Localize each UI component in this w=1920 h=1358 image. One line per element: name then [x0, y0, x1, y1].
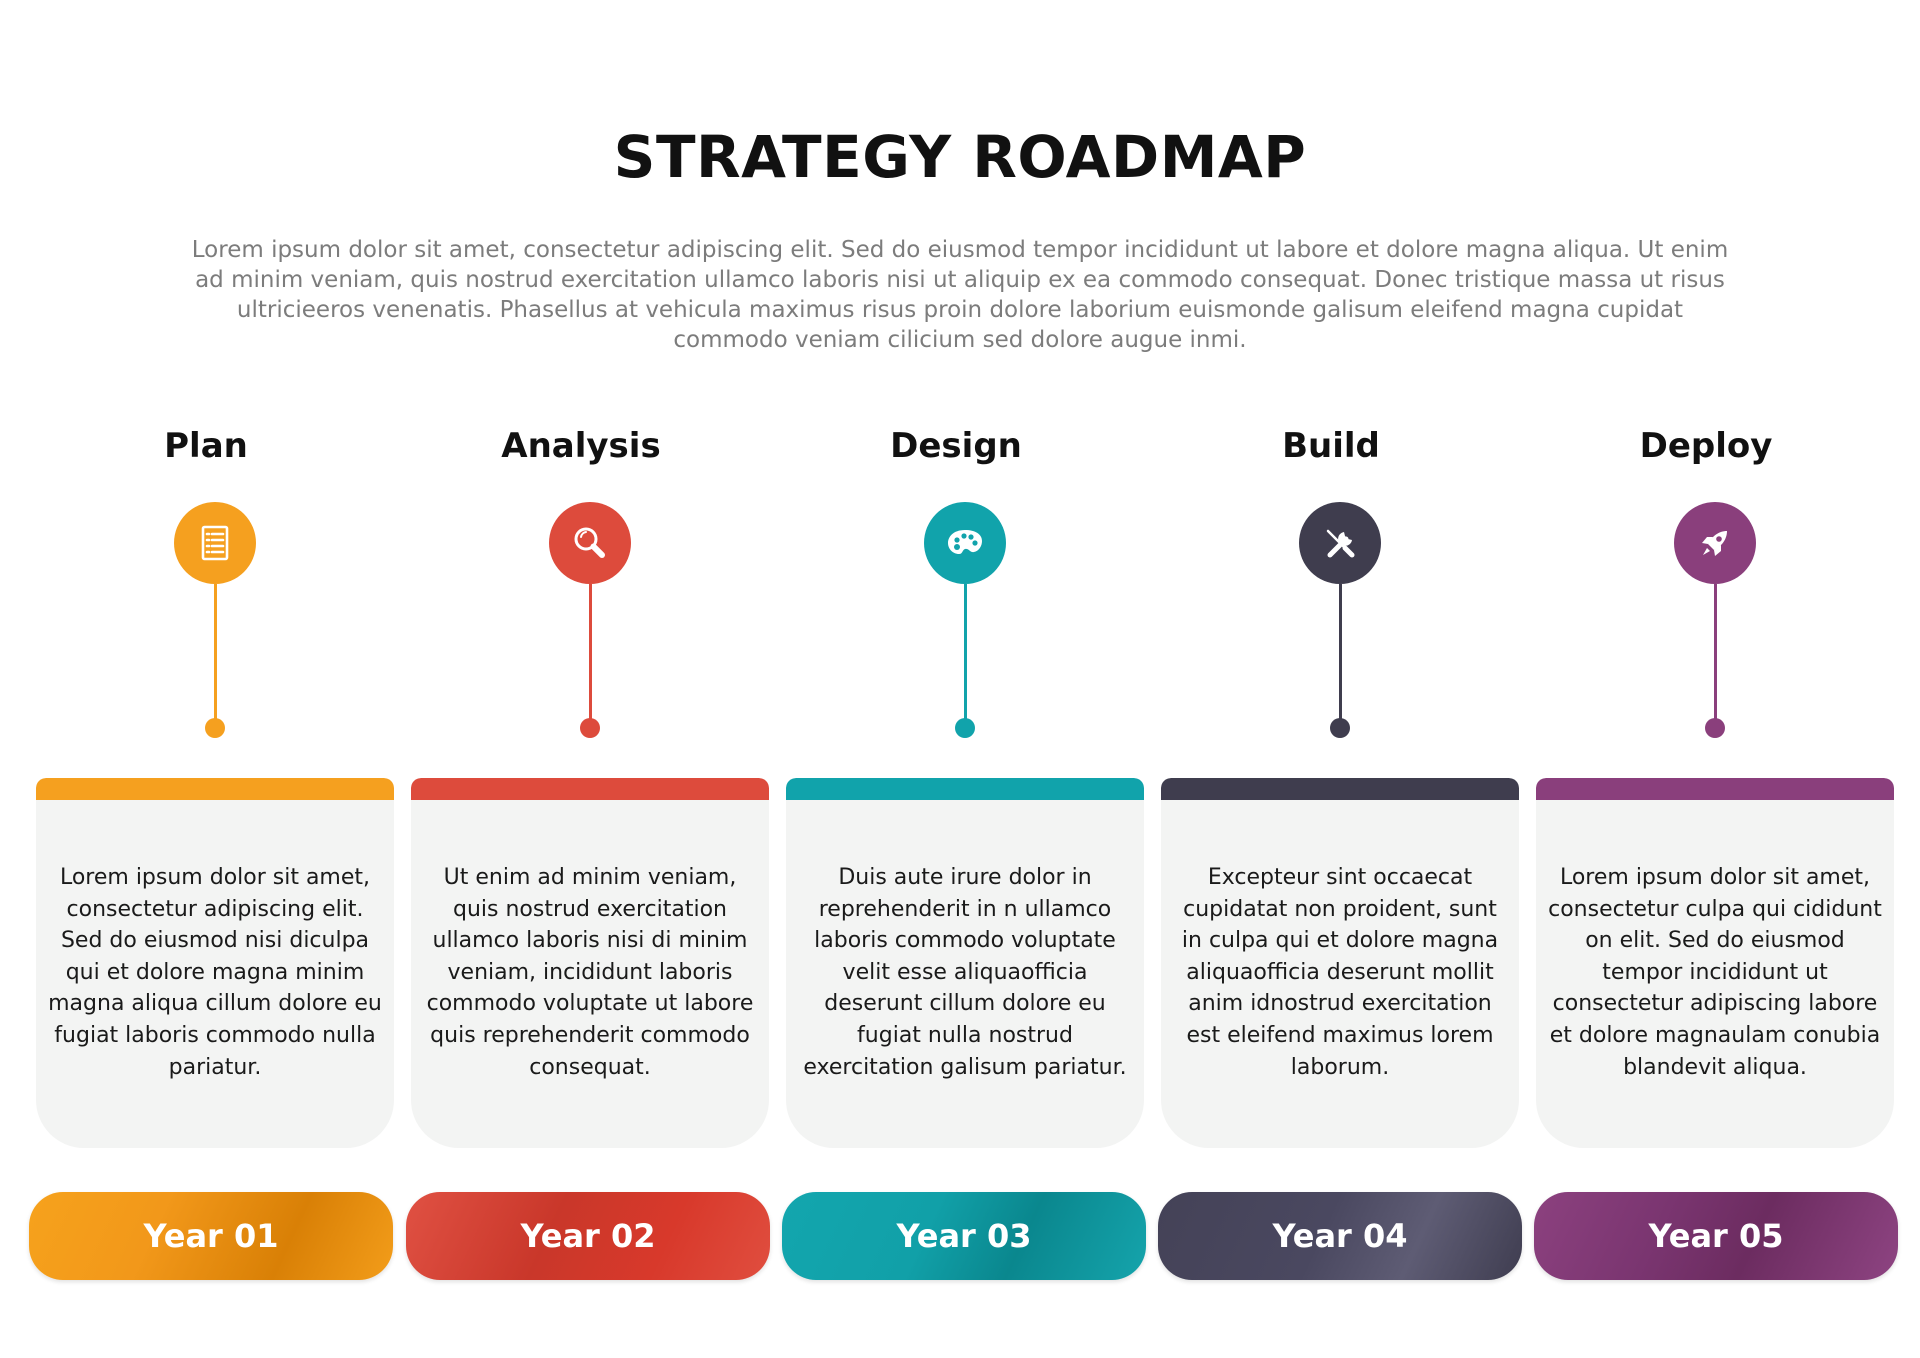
stage-deploy: Deploy Lorem ipsum dolor sit amet, conse… — [1526, 0, 1906, 1358]
year-label: Year 04 — [1272, 1217, 1408, 1255]
timeline-connector — [964, 584, 967, 728]
stage-description: Duis aute irure dolor in reprehenderit i… — [803, 865, 1127, 1080]
stage-design: Design Duis aute irure dolor in reprehen… — [776, 0, 1156, 1358]
timeline-dot — [1705, 718, 1725, 738]
year-label: Year 02 — [520, 1217, 656, 1255]
timeline-connector — [214, 584, 217, 728]
timeline-dot — [955, 718, 975, 738]
stage-title: Analysis — [501, 426, 661, 466]
stage-card: Excepteur sint occaecat cupidatat non pr… — [1161, 778, 1519, 1148]
paint-palette-icon — [924, 502, 1006, 584]
stage-title: Plan — [164, 426, 248, 466]
timeline-connector — [1714, 584, 1717, 728]
stage-title: Design — [890, 426, 1022, 466]
stage-title: Deploy — [1639, 426, 1773, 466]
timeline-dot — [580, 718, 600, 738]
year-button[interactable]: Year 03 — [782, 1192, 1146, 1280]
stage-build: Build Excepteur sint occaecat cupidatat … — [1151, 0, 1531, 1358]
stage-card: Lorem ipsum dolor sit amet, consectetur … — [1536, 778, 1894, 1148]
card-color-bar — [786, 778, 1144, 800]
year-button[interactable]: Year 04 — [1158, 1192, 1522, 1280]
stage-description: Lorem ipsum dolor sit amet, consectetur … — [48, 865, 382, 1080]
intro-paragraph: Lorem ipsum dolor sit amet, consectetur … — [191, 237, 1729, 353]
card-color-bar — [1536, 778, 1894, 800]
timeline-connector — [589, 584, 592, 728]
stage-title: Build — [1282, 426, 1380, 466]
stage-card: Ut enim ad minim veniam, quis nostrud ex… — [411, 778, 769, 1148]
year-button[interactable]: Year 02 — [406, 1192, 770, 1280]
timeline-connector — [1339, 584, 1342, 728]
card-color-bar — [1161, 778, 1519, 800]
year-button[interactable]: Year 01 — [29, 1192, 393, 1280]
checklist-document-icon — [174, 502, 256, 584]
page-title: STRATEGY ROADMAP — [613, 123, 1307, 191]
year-label: Year 03 — [896, 1217, 1032, 1255]
year-label: Year 01 — [143, 1217, 279, 1255]
year-label: Year 05 — [1648, 1217, 1784, 1255]
wrench-screwdriver-icon — [1299, 502, 1381, 584]
stage-description: Ut enim ad minim veniam, quis nostrud ex… — [426, 865, 754, 1080]
stage-plan: Plan Lorem ipsum dolor sit amet, consect… — [26, 0, 406, 1358]
stage-analysis: Analysis Ut enim ad minim veniam, quis n… — [401, 0, 781, 1358]
card-color-bar — [36, 778, 394, 800]
stage-card: Lorem ipsum dolor sit amet, consectetur … — [36, 778, 394, 1148]
timeline-dot — [205, 718, 225, 738]
rocket-icon — [1674, 502, 1756, 584]
stage-description: Excepteur sint occaecat cupidatat non pr… — [1181, 865, 1499, 1080]
magnifying-glass-icon — [549, 502, 631, 584]
card-color-bar — [411, 778, 769, 800]
stage-description: Lorem ipsum dolor sit amet, consectetur … — [1548, 865, 1882, 1080]
year-button[interactable]: Year 05 — [1534, 1192, 1898, 1280]
timeline-dot — [1330, 718, 1350, 738]
stage-card: Duis aute irure dolor in reprehenderit i… — [786, 778, 1144, 1148]
